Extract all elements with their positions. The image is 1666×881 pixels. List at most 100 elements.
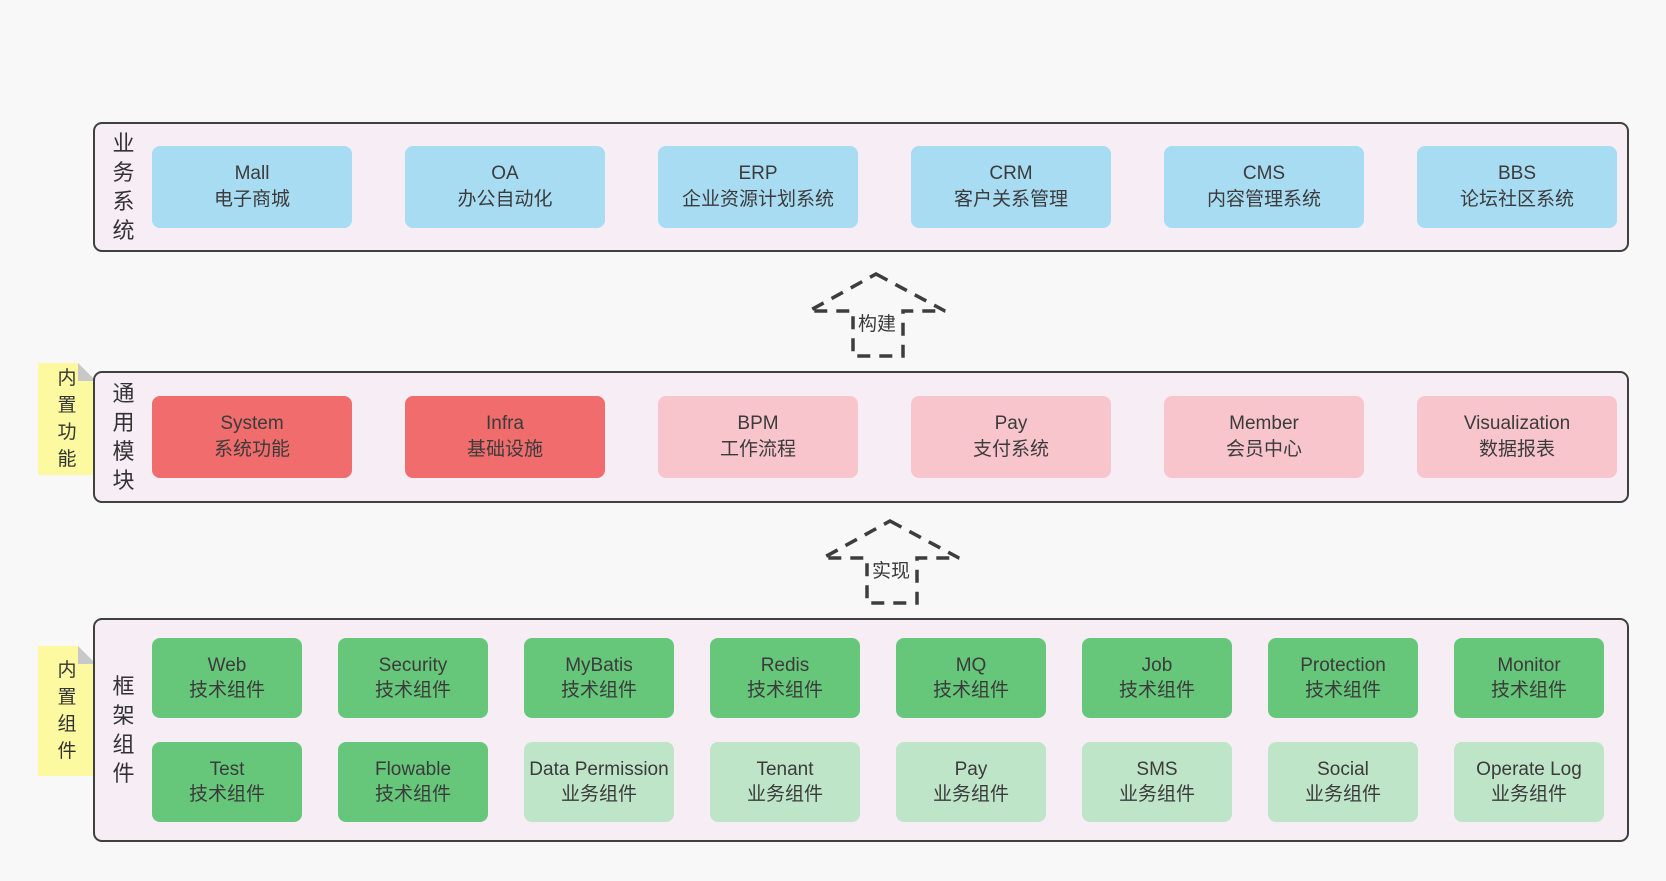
box-title: Job [1141,655,1173,676]
box-protection: Protection 技术组件 [1268,638,1418,718]
box-subtitle: 电子商城 [213,189,290,210]
box-visualization: Visualization 数据报表 [1417,396,1617,478]
framework-row-2: Test 技术组件 Flowable 技术组件 Data Permission … [152,742,1604,822]
box-subtitle: 系统功能 [213,439,290,460]
panel-label-text: 通用模块 [112,381,135,493]
box-operate-log: Operate Log 业务组件 [1454,742,1604,822]
box-security: Security 技术组件 [338,638,488,718]
box-cms: CMS 内容管理系统 [1164,146,1364,228]
box-subtitle: 业务组件 [560,784,637,805]
box-title: BPM [737,413,779,434]
box-title: Security [378,655,448,676]
box-mall: Mall 电子商城 [152,146,352,228]
box-bbs: BBS 论坛社区系统 [1417,146,1617,228]
box-oa: OA 办公自动化 [405,146,605,228]
box-title: OA [491,163,519,184]
box-tenant: Tenant 业务组件 [710,742,860,822]
box-infra: Infra 基础设施 [405,396,605,478]
box-social: Social 业务组件 [1268,742,1418,822]
box-subtitle: 业务组件 [1490,784,1567,805]
arrow-implement-up: 实现 [820,518,962,606]
box-data-permission: Data Permission 业务组件 [524,742,674,822]
box-title: Pay [994,413,1028,434]
box-title: ERP [738,163,778,184]
box-title: Operate Log [1476,759,1582,780]
box-title: Infra [485,413,525,434]
sticky-note-label: 内置功能 [57,368,77,470]
box-subtitle: 技术组件 [560,680,637,701]
box-title: Member [1229,413,1299,434]
sticky-note-built-in-functions: 内置功能 [38,363,96,475]
arrow-build-label: 构建 [854,309,900,336]
dashed-up-arrow-icon [822,519,960,605]
box-subtitle: 业务组件 [932,784,1009,805]
framework-components-grid: Web 技术组件 Security 技术组件 MyBatis 技术组件 Redi… [152,638,1604,822]
box-subtitle: 技术组件 [1490,680,1567,701]
box-pay: Pay 支付系统 [911,396,1111,478]
common-modules-row: System 系统功能 Infra 基础设施 BPM 工作流程 Pay 支付系统… [152,396,1617,478]
box-subtitle: 技术组件 [188,680,265,701]
panel-framework-components: 框架组件 Web 技术组件 Security 技术组件 MyBatis 技术组件… [93,618,1629,842]
panel-common-modules-label: 通用模块 [95,373,152,501]
box-web: Web 技术组件 [152,638,302,718]
box-title: CRM [989,163,1033,184]
arrow-build-up: 构建 [806,271,948,359]
box-subtitle: 技术组件 [1118,680,1195,701]
box-bpm: BPM 工作流程 [658,396,858,478]
box-system: System 系统功能 [152,396,352,478]
box-job: Job 技术组件 [1082,638,1232,718]
sticky-note-label: 内置组件 [57,660,77,762]
box-subtitle: 技术组件 [374,680,451,701]
box-subtitle: 工作流程 [719,439,796,460]
panel-business-systems-label: 业务系统 [95,124,152,250]
box-subtitle: 企业资源计划系统 [681,189,834,210]
panel-label-text: 框架组件 [112,674,135,786]
box-subtitle: 数据报表 [1478,439,1555,460]
box-title: CMS [1242,163,1286,184]
box-subtitle: 客户关系管理 [953,189,1068,210]
box-title: Protection [1300,655,1386,676]
box-title: Redis [760,655,810,676]
box-title: MyBatis [565,655,633,676]
box-test: Test 技术组件 [152,742,302,822]
box-title: Test [209,759,245,780]
box-subtitle: 支付系统 [972,439,1049,460]
box-title: Tenant [756,759,814,780]
business-systems-row: Mall 电子商城 OA 办公自动化 ERP 企业资源计划系统 CRM 客户关系… [152,146,1617,228]
arrow-implement-label: 实现 [868,556,914,583]
box-title: Mall [234,163,270,184]
box-redis: Redis 技术组件 [710,638,860,718]
framework-row-1: Web 技术组件 Security 技术组件 MyBatis 技术组件 Redi… [152,638,1604,718]
box-title: Social [1317,759,1369,780]
box-title: Pay [954,759,988,780]
box-subtitle: 技术组件 [932,680,1009,701]
box-erp: ERP 企业资源计划系统 [658,146,858,228]
box-subtitle: 技术组件 [374,784,451,805]
box-subtitle: 业务组件 [1118,784,1195,805]
box-title: SMS [1136,759,1178,780]
box-subtitle: 内容管理系统 [1206,189,1321,210]
box-subtitle: 论坛社区系统 [1459,189,1574,210]
box-crm: CRM 客户关系管理 [911,146,1111,228]
box-title: Flowable [374,759,452,780]
dashed-up-arrow-icon [808,272,946,358]
box-member: Member 会员中心 [1164,396,1364,478]
panel-label-text: 业务系统 [112,131,135,243]
box-title: MQ [955,655,987,676]
box-subtitle: 业务组件 [746,784,823,805]
box-subtitle: 业务组件 [1304,784,1381,805]
panel-business-systems: 业务系统 Mall 电子商城 OA 办公自动化 ERP 企业资源计划系统 CRM… [93,122,1629,252]
box-mybatis: MyBatis 技术组件 [524,638,674,718]
box-flowable: Flowable 技术组件 [338,742,488,822]
box-subtitle: 技术组件 [1304,680,1381,701]
box-subtitle: 会员中心 [1225,439,1302,460]
box-title: BBS [1497,163,1537,184]
box-title: Monitor [1497,655,1561,676]
box-monitor: Monitor 技术组件 [1454,638,1604,718]
sticky-note-built-in-components: 内置组件 [38,646,96,776]
box-pay-business: Pay 业务组件 [896,742,1046,822]
panel-common-modules: 通用模块 System 系统功能 Infra 基础设施 BPM 工作流程 Pay… [93,371,1629,503]
box-subtitle: 技术组件 [746,680,823,701]
box-title: Visualization [1463,413,1571,434]
